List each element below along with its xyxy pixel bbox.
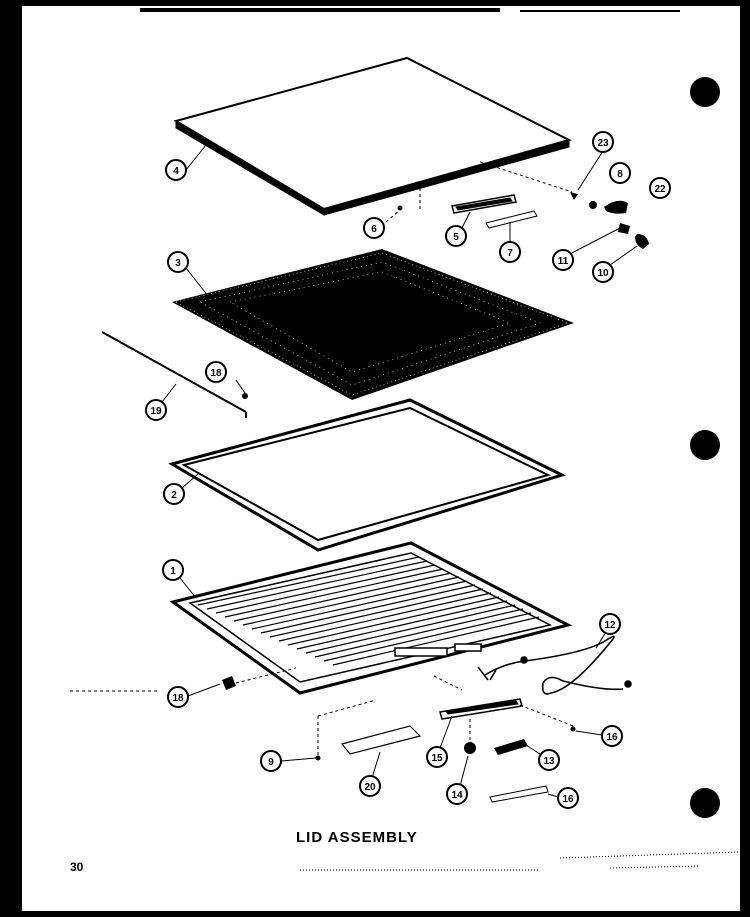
callout-10: 10 [592, 245, 638, 283]
inner-liner-panel [169, 541, 573, 695]
callouts: 4 6 5 7 23 8 22 [145, 131, 671, 809]
callout-5: 5 [445, 211, 471, 247]
strip-part-7 [485, 210, 538, 229]
switch-bracket-part-15 [439, 698, 523, 720]
callout-17: 16 [547, 787, 579, 809]
callout-23: 23 [577, 131, 614, 191]
svg-text:20: 20 [364, 782, 376, 793]
callout-8: 8 [609, 162, 631, 184]
callout-4: 4 [165, 139, 211, 181]
svg-text:13: 13 [543, 756, 555, 767]
callout-21: 19 [145, 383, 177, 421]
leader-lines-bottom [70, 667, 574, 756]
callout-20: 18 [205, 361, 227, 383]
clip-part-18 [222, 676, 236, 690]
scan-noise [300, 851, 741, 871]
callout-11: 11 [552, 227, 621, 271]
callout-1: 1 [162, 559, 197, 599]
wire-harness-part-12 [477, 635, 632, 695]
svg-text:18: 18 [210, 368, 222, 379]
svg-text:15: 15 [431, 753, 443, 764]
svg-text:11: 11 [558, 256, 569, 267]
callout-16: 16 [575, 725, 623, 747]
callout-22: 22 [649, 177, 671, 199]
screw-part-20 [235, 379, 248, 399]
callout-6: 6 [363, 217, 385, 239]
lock-parts [570, 192, 649, 249]
callout-15: 15 [426, 715, 453, 768]
svg-text:2: 2 [171, 490, 177, 501]
svg-text:6: 6 [371, 224, 377, 235]
callout-9: 9 [260, 750, 317, 772]
svg-text:16: 16 [562, 794, 574, 805]
svg-text:22: 22 [654, 184, 666, 195]
svg-text:5: 5 [453, 232, 459, 243]
svg-text:12: 12 [604, 620, 616, 631]
svg-text:18: 18 [172, 693, 184, 704]
leader-lines-top [385, 161, 573, 223]
svg-text:8: 8 [617, 169, 623, 180]
svg-text:23: 23 [597, 138, 609, 149]
svg-text:4: 4 [173, 166, 179, 177]
socket-part-13 [494, 739, 528, 755]
callout-13: 13 [525, 744, 560, 771]
page-number: 30 [70, 860, 84, 874]
hinge-rod [101, 331, 247, 418]
callout-2: 2 [163, 473, 199, 505]
screw-part-16 [570, 726, 576, 732]
lid-handle-part-5 [451, 194, 517, 214]
plate-part-19 [340, 725, 422, 755]
svg-text:9: 9 [268, 757, 274, 768]
lid-top-panel [173, 56, 572, 216]
strip-part-17 [489, 785, 549, 803]
insulation-pad [172, 249, 574, 400]
callout-18-left: 18 [167, 683, 221, 708]
callout-12: 12 [595, 613, 621, 649]
svg-text:7: 7 [507, 248, 513, 259]
binder-holes [690, 77, 720, 818]
liner-ribs [197, 556, 540, 666]
callout-19: 20 [359, 751, 381, 797]
nut-part-14 [464, 742, 476, 754]
gasket-frame [168, 398, 567, 552]
callout-3: 3 [167, 251, 209, 297]
svg-text:1: 1 [170, 566, 176, 577]
svg-text:19: 19 [150, 406, 162, 417]
svg-text:14: 14 [451, 790, 463, 801]
callout-14: 14 [446, 755, 469, 805]
svg-text:10: 10 [597, 268, 609, 279]
diagram-title: LID ASSEMBLY [296, 829, 418, 846]
screw-part-9 [315, 755, 321, 761]
callout-7: 7 [499, 222, 521, 263]
clip-part-6 [397, 205, 403, 211]
svg-text:3: 3 [175, 258, 181, 269]
svg-text:16: 16 [606, 732, 618, 743]
